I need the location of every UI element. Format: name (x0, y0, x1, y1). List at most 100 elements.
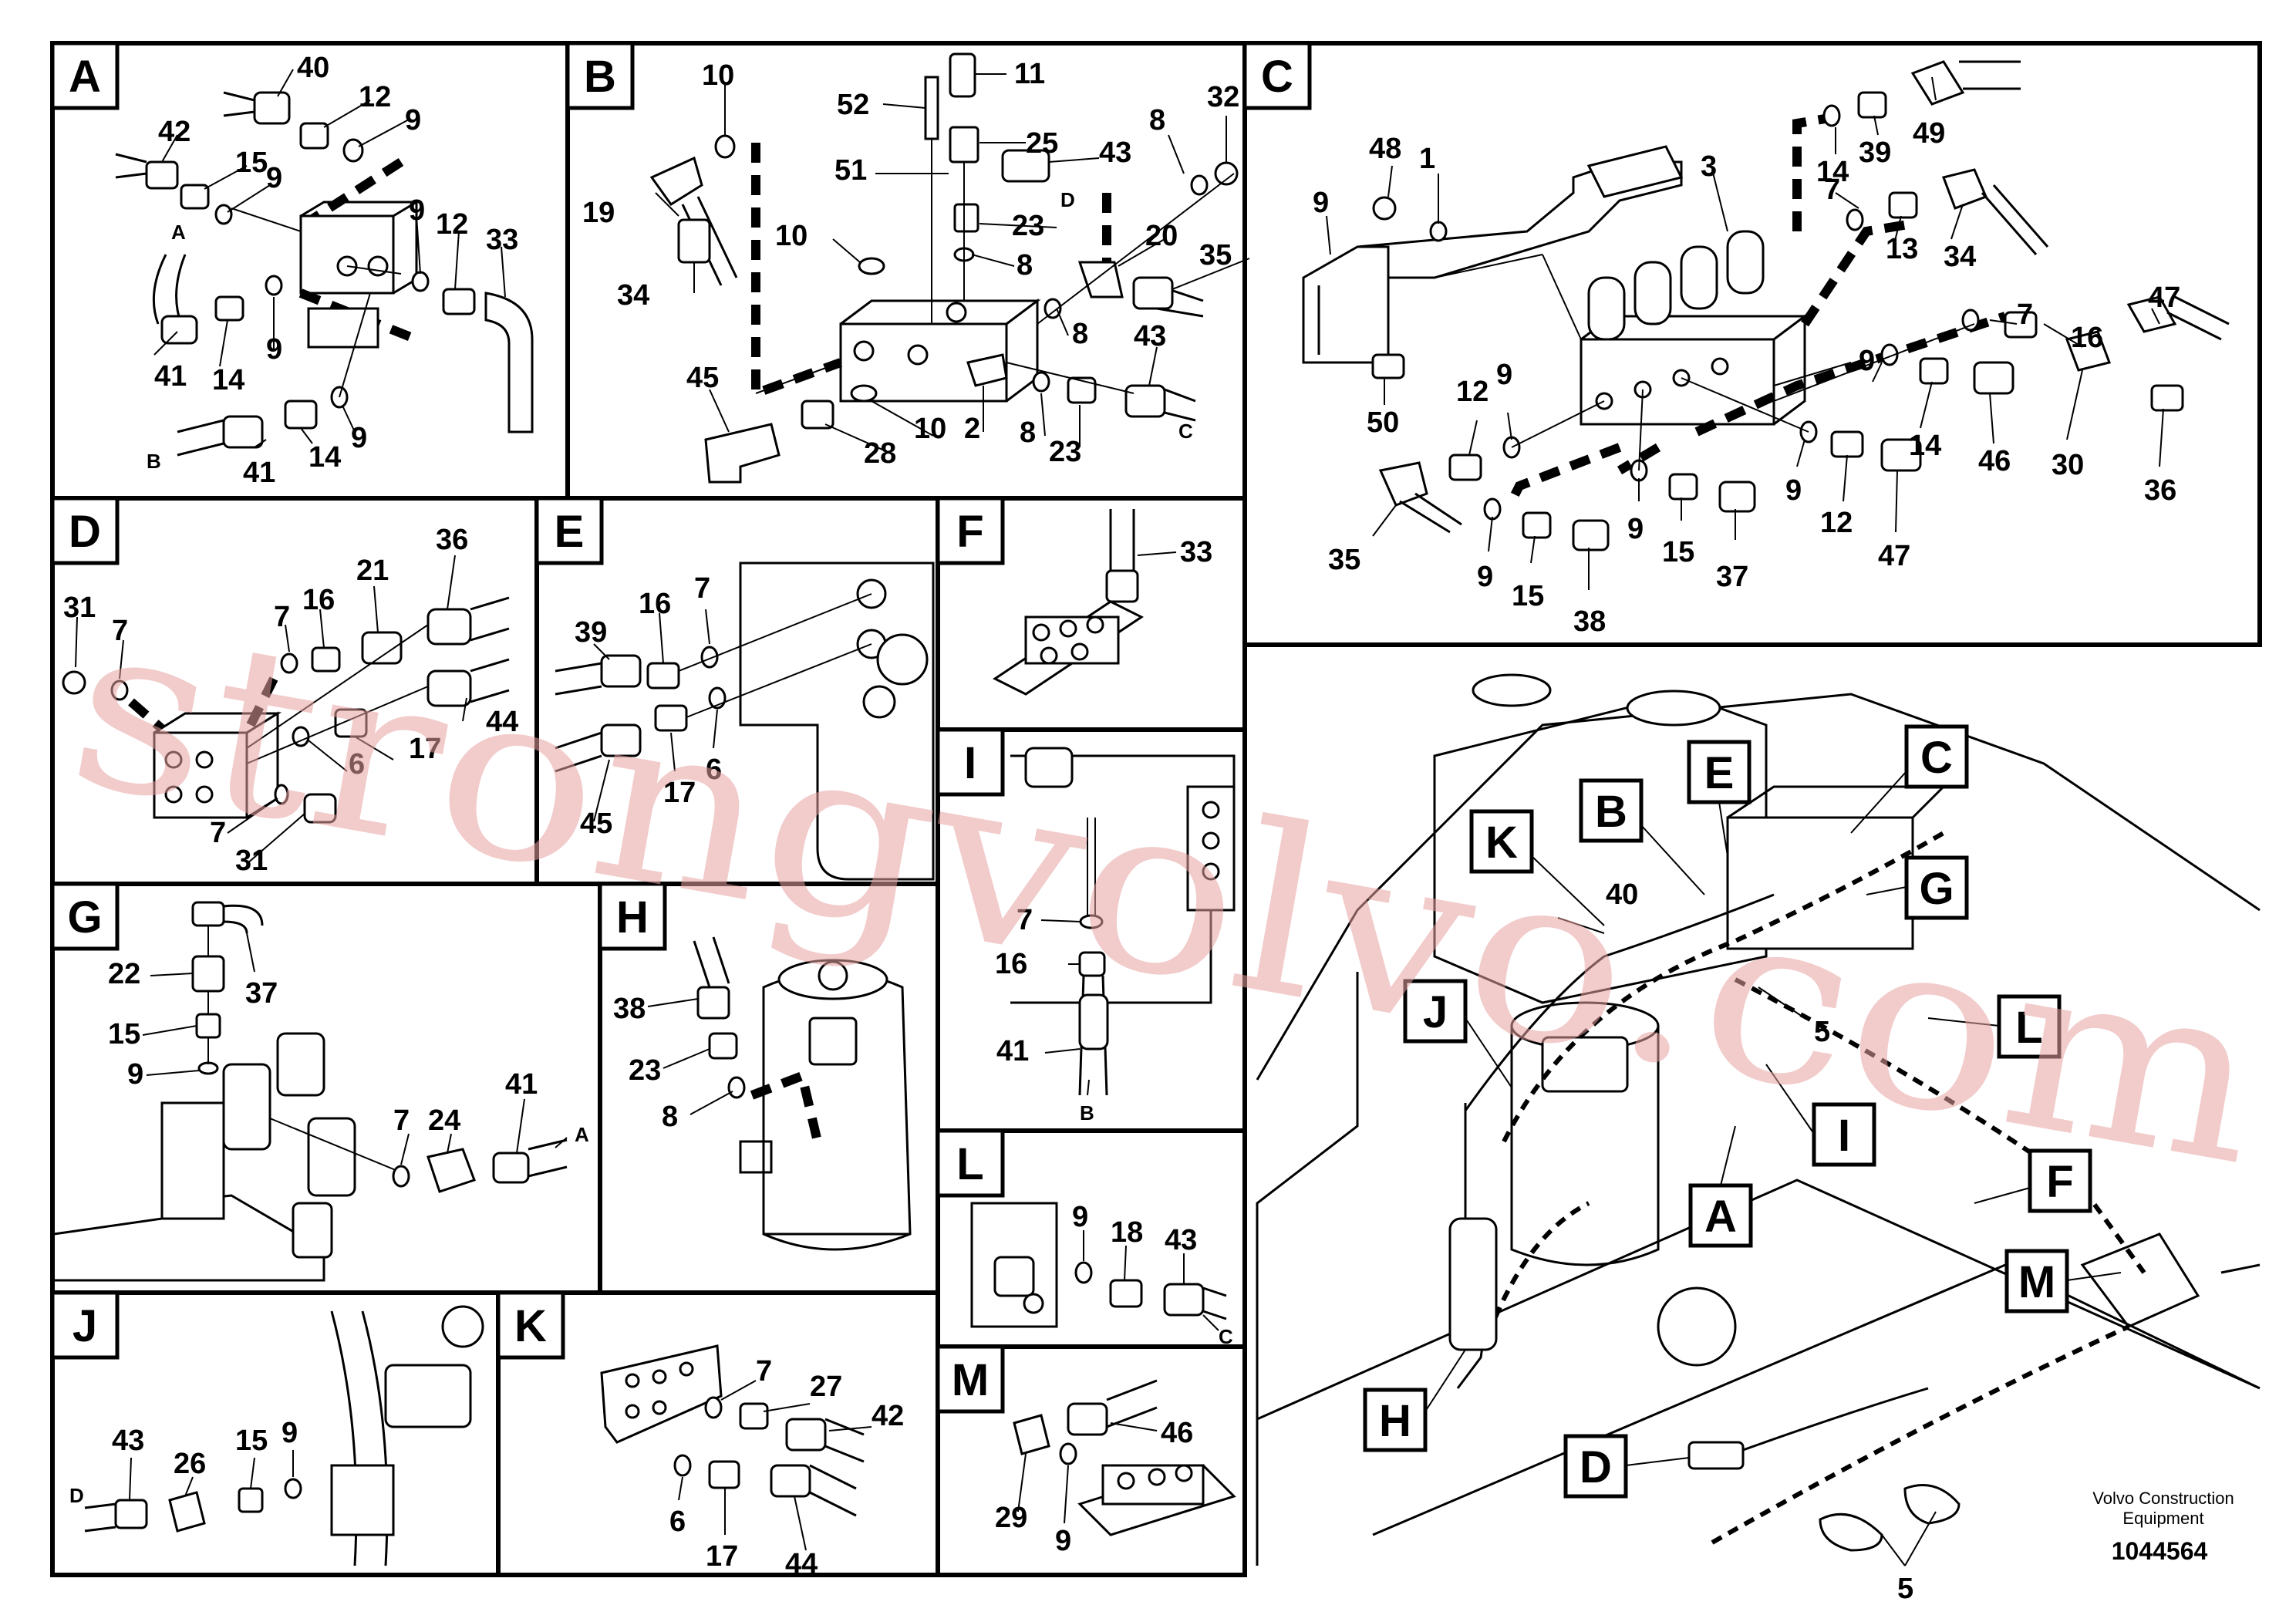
panel-a-letter: A (50, 41, 120, 110)
panel-k-labels: 7 27 42 6 17 44 (669, 1355, 904, 1580)
fitting-17k (708, 1460, 740, 1489)
o-ring-10b (714, 134, 736, 159)
svg-text:D: D (1580, 1442, 1612, 1492)
bolt-52 (924, 76, 939, 140)
svg-text:16: 16 (995, 948, 1027, 980)
o-ring-7h (700, 646, 719, 669)
svg-text:9: 9 (409, 194, 425, 227)
svg-text:15: 15 (1512, 580, 1544, 612)
svg-text:40: 40 (1606, 878, 1638, 911)
panel-e-drawing (555, 561, 935, 881)
svg-text:G: G (1919, 864, 1954, 914)
hose-end-42 (145, 160, 179, 190)
svg-text:10: 10 (914, 413, 946, 445)
swivel-port-h (818, 960, 848, 991)
fitting-14 (214, 295, 244, 322)
slew-ring-overview (1657, 1286, 1737, 1367)
port-i3 (1202, 862, 1220, 881)
svg-text:F: F (2046, 1157, 2073, 1207)
svg-text:3: 3 (1701, 150, 1717, 183)
svg-text:43: 43 (1099, 137, 1131, 169)
svg-text:7: 7 (2017, 298, 2033, 331)
svg-text:35: 35 (1328, 544, 1360, 576)
panel-l-labels: 9 18 43 C (1072, 1201, 1233, 1348)
svg-text:C: C (1219, 1325, 1233, 1348)
svg-text:35: 35 (1199, 239, 1232, 271)
svg-text:I: I (1838, 1111, 1850, 1161)
plug-11 (949, 52, 976, 98)
o-ring-7k (704, 1396, 723, 1419)
callout-k: K (1469, 809, 1534, 874)
elbow-hose-45 (704, 423, 781, 484)
hose-41i (1078, 993, 1109, 1050)
svg-text:17: 17 (706, 1540, 738, 1573)
hose-end-43b (1124, 384, 1166, 418)
fitting-12d (1830, 430, 1864, 458)
o-ring-7g (274, 784, 289, 805)
hose-end-38h (696, 986, 730, 1020)
port-i2 (1202, 831, 1220, 850)
elbow-47 (2126, 295, 2177, 333)
hose-fitting-40 (253, 91, 291, 125)
plug-31 (62, 670, 86, 695)
panel-g-drawing (53, 901, 568, 1282)
port-f2 (1059, 619, 1077, 638)
svg-text:43: 43 (1134, 320, 1166, 352)
svg-text:21: 21 (356, 555, 389, 587)
svg-text:46: 46 (1161, 1417, 1193, 1449)
svg-text:13: 13 (1886, 233, 1918, 265)
hose-h-overview (1448, 1217, 1498, 1351)
panel-k-drawing (600, 1344, 865, 1517)
o-ring-9l (1074, 1261, 1093, 1284)
hose-end-44 (426, 669, 472, 707)
svg-text:H: H (1379, 1396, 1411, 1446)
fitting-body-j (384, 1364, 472, 1428)
callout-d: D (1563, 1434, 1628, 1499)
svg-text:8: 8 (662, 1101, 678, 1133)
port-c4 (1711, 357, 1729, 376)
hose-end-42k (785, 1418, 827, 1452)
svg-text:I: I (964, 738, 976, 788)
svg-text:34: 34 (1944, 241, 1976, 273)
panel-a-labels: 40 12 9 42 15 9 9 12 33 A 14 9 41 B 41 1… (147, 52, 518, 489)
svg-text:14: 14 (308, 441, 341, 474)
fitting-15c (1668, 473, 1698, 501)
elbow-24 (426, 1148, 476, 1193)
svg-text:6: 6 (669, 1506, 686, 1538)
panel-i-drawing (1010, 747, 1236, 1096)
block-j (330, 1464, 395, 1536)
port-e3 (862, 685, 896, 719)
panel-c-letter: C (1242, 41, 1312, 110)
panel-c-drawing (1302, 60, 2230, 551)
panel-l-letter: L (936, 1128, 1005, 1198)
bracket-top (1586, 145, 1684, 198)
elbow-26 (168, 1491, 206, 1533)
fitting-28 (801, 400, 834, 430)
o-ring-8c (1043, 298, 1062, 319)
panel-f-drawing (993, 509, 1144, 696)
svg-text:12: 12 (1456, 376, 1489, 408)
svg-text:12: 12 (436, 208, 468, 241)
svg-text:7: 7 (210, 817, 226, 849)
overview-callouts: K B E C G J L I A F M H D (1363, 724, 2092, 1499)
port-f3 (1086, 615, 1104, 634)
panel-f-labels: 33 (1137, 536, 1212, 568)
svg-text:7: 7 (393, 1104, 410, 1137)
hose-end-43 (1001, 149, 1050, 183)
port-f4 (1040, 646, 1058, 665)
callout-f: F (2028, 1148, 2092, 1213)
port-d2 (195, 750, 214, 769)
svg-text:16: 16 (302, 584, 335, 616)
svg-text:7: 7 (694, 572, 710, 605)
o-ring-7g2 (392, 1165, 410, 1188)
o-ring-9m (1059, 1442, 1077, 1465)
port-d1 (164, 750, 183, 769)
callout-m: M (2004, 1249, 2069, 1313)
svg-text:28: 28 (864, 437, 896, 470)
svg-text:45: 45 (686, 362, 719, 394)
panel-m-labels: 46 29 9 (995, 1417, 1193, 1557)
svg-text:6: 6 (706, 754, 722, 786)
hose-end-46m (1067, 1402, 1108, 1436)
svg-text:L: L (2015, 1003, 2042, 1053)
